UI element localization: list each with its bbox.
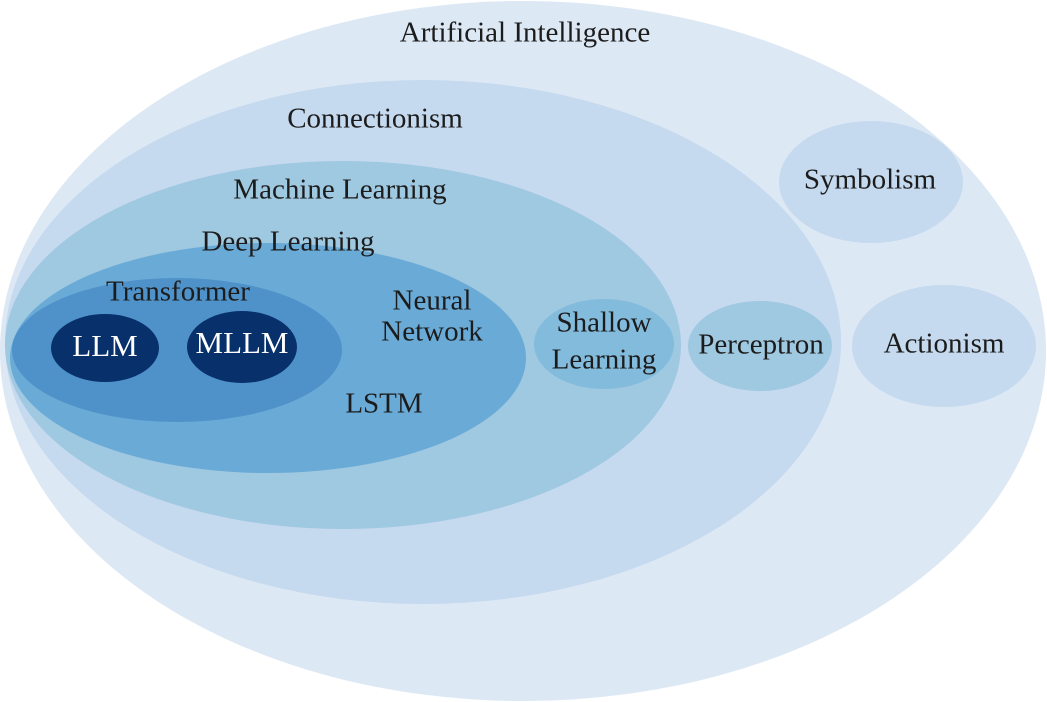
actionism-label: Actionism	[884, 328, 1005, 360]
connectionism-label: Connectionism	[287, 103, 463, 135]
symbolism-label: Symbolism	[804, 164, 937, 196]
neural-network-label-line-1: Neural	[393, 285, 472, 317]
artificial-intelligence-label: Artificial Intelligence	[400, 17, 650, 49]
lstm-ellipse	[320, 362, 448, 446]
llm-ellipse	[51, 314, 159, 382]
mllm-ellipse	[187, 311, 297, 383]
neural-network-label-line-2: Network	[381, 316, 483, 348]
actionism-ellipse	[852, 285, 1036, 407]
neural-network-ellipse	[368, 280, 496, 364]
perceptron-ellipse	[688, 301, 832, 391]
mllm-label: MLLM	[196, 325, 289, 360]
transformer-label: Transformer	[106, 276, 250, 308]
shallow-learning-label-line-2: Learning	[552, 344, 657, 376]
shallow-learning-label-line-1: Shallow	[556, 307, 651, 339]
perceptron-label: Perceptron	[698, 329, 824, 361]
llm-label: LLM	[72, 328, 137, 363]
shallow-learning-ellipse	[534, 299, 674, 389]
symbolism-ellipse	[779, 121, 963, 243]
lstm-label: LSTM	[345, 388, 422, 420]
machine-learning-label: Machine Learning	[233, 174, 446, 206]
deep-learning-label: Deep Learning	[201, 226, 374, 258]
